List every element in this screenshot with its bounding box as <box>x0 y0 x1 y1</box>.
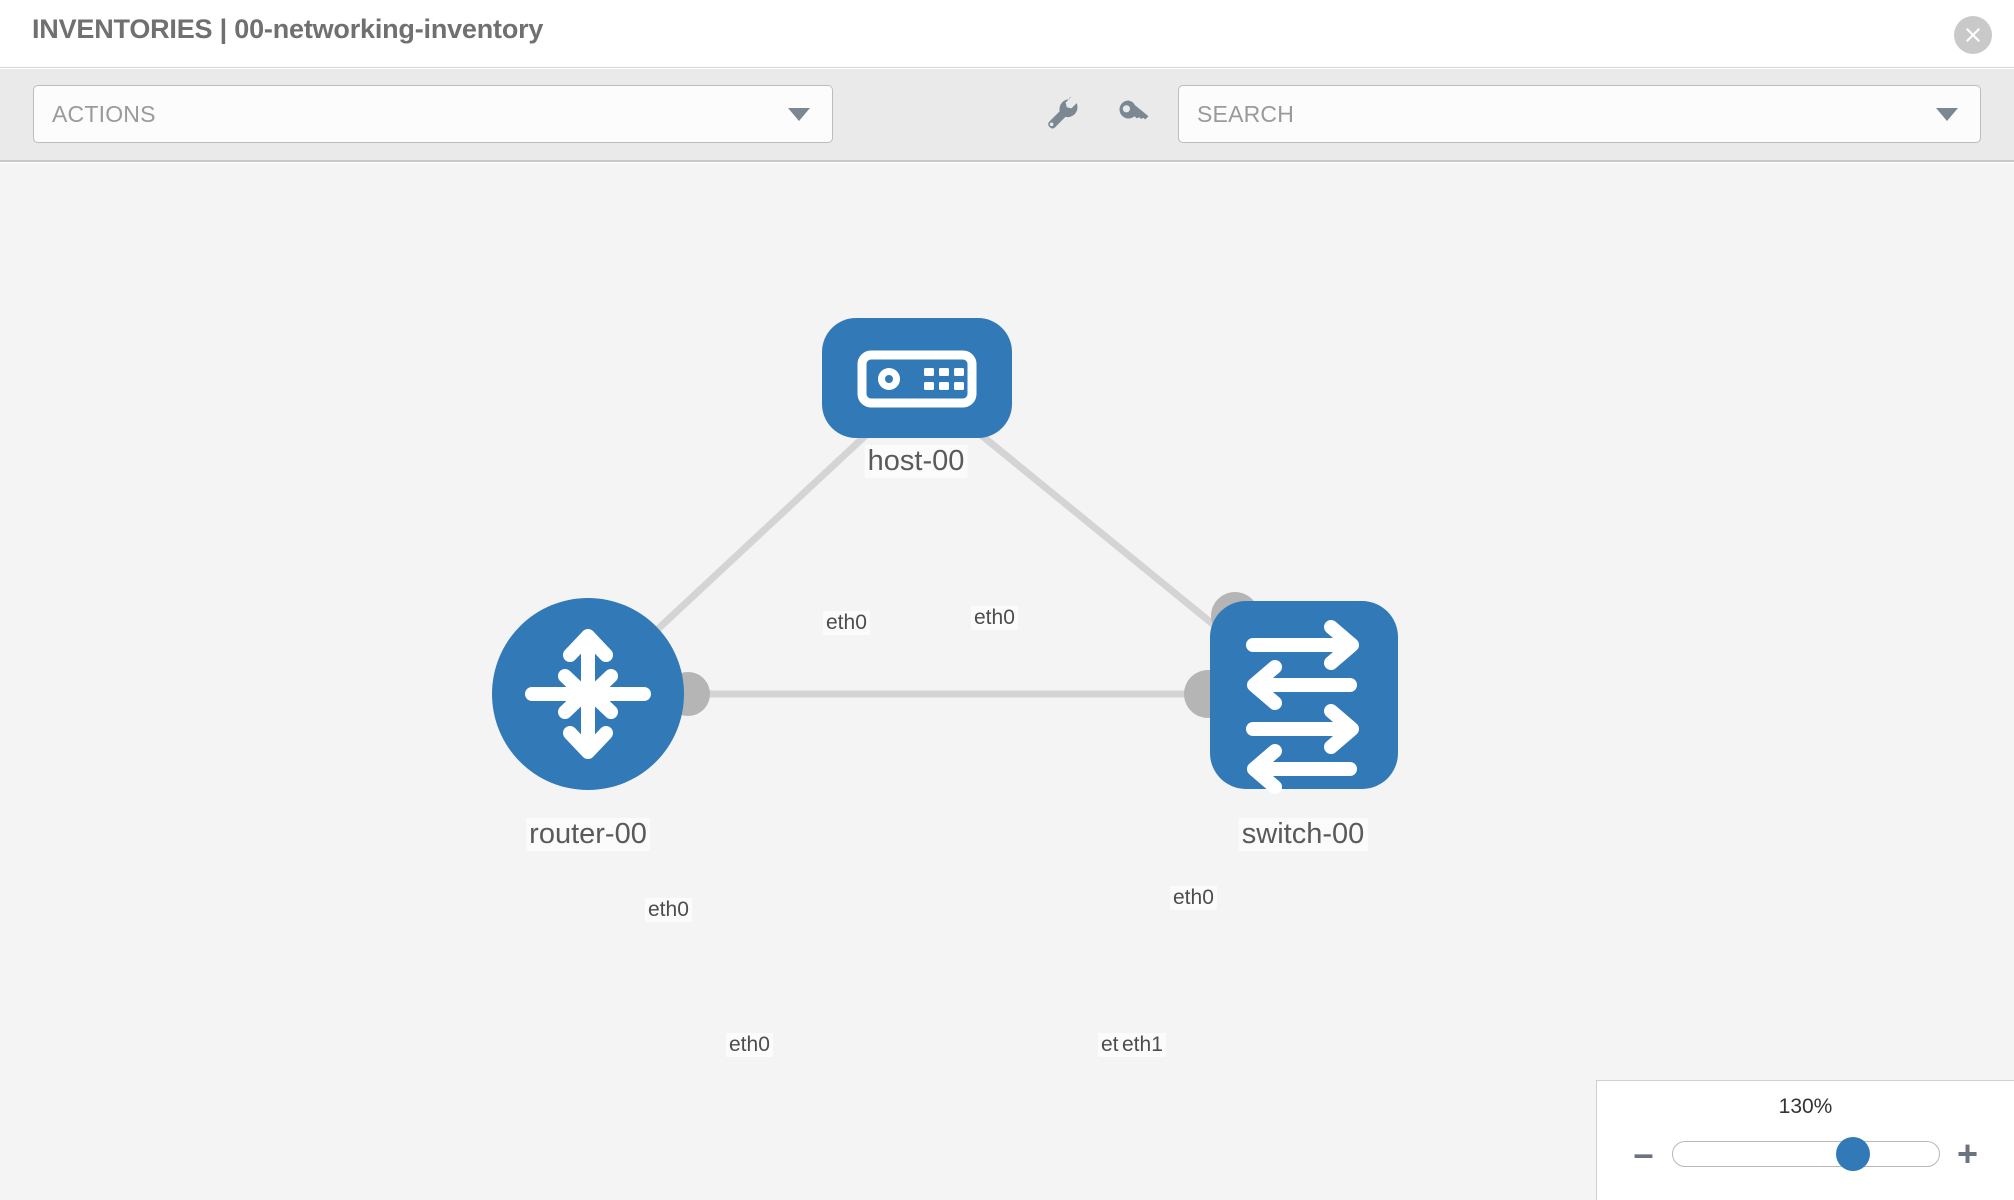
iface-label-host-right: eth0 <box>971 606 1018 630</box>
zoom-out-button[interactable]: – <box>1633 1133 1654 1174</box>
iface-label-router-eth0: eth0 <box>726 1033 773 1057</box>
node-router-00 <box>492 598 684 790</box>
zoom-in-button[interactable]: + <box>1956 1133 1979 1174</box>
topology-canvas[interactable]: host-00 router-00 switch-00 eth0 eth0 et… <box>0 163 2014 1200</box>
page-title: INVENTORIES | 00-networking-inventory <box>32 14 544 44</box>
node-switch-00 <box>1210 601 1398 794</box>
chevron-down-icon <box>788 107 810 121</box>
iface-label-host-left: eth0 <box>823 611 870 635</box>
actions-dropdown-value: ACTIONS <box>52 100 156 127</box>
key-icon[interactable] <box>1112 92 1156 136</box>
iface-label-switch-uplink: eth0 <box>1170 886 1217 910</box>
page-header: INVENTORIES | 00-networking-inventory <box>0 0 2014 68</box>
zoom-slider-row: – + <box>1597 1136 2014 1172</box>
zoom-level-label: 130% <box>1778 1095 1833 1118</box>
actions-dropdown[interactable]: ACTIONS <box>33 85 833 143</box>
search-placeholder: SEARCH <box>1197 100 1295 127</box>
node-label-router-00: router-00 <box>526 818 650 851</box>
zoom-slider-thumb[interactable] <box>1836 1137 1871 1171</box>
iface-label-router-uplink: eth0 <box>645 898 692 922</box>
node-host-00 <box>822 318 1012 438</box>
node-label-switch-00: switch-00 <box>1238 818 1368 851</box>
toolbar: ACTIONS SEARCH <box>0 69 2014 162</box>
wrench-icon[interactable] <box>1040 92 1084 136</box>
close-icon[interactable] <box>1954 16 1992 54</box>
iface-label-switch-eth1: eth1 <box>1119 1033 1166 1057</box>
chevron-down-icon <box>1936 107 1958 121</box>
zoom-control: 130% – + <box>1596 1080 2014 1200</box>
search-input[interactable]: SEARCH <box>1178 85 1981 143</box>
node-label-host-00: host-00 <box>864 445 968 478</box>
zoom-slider-track[interactable] <box>1671 1137 1940 1171</box>
